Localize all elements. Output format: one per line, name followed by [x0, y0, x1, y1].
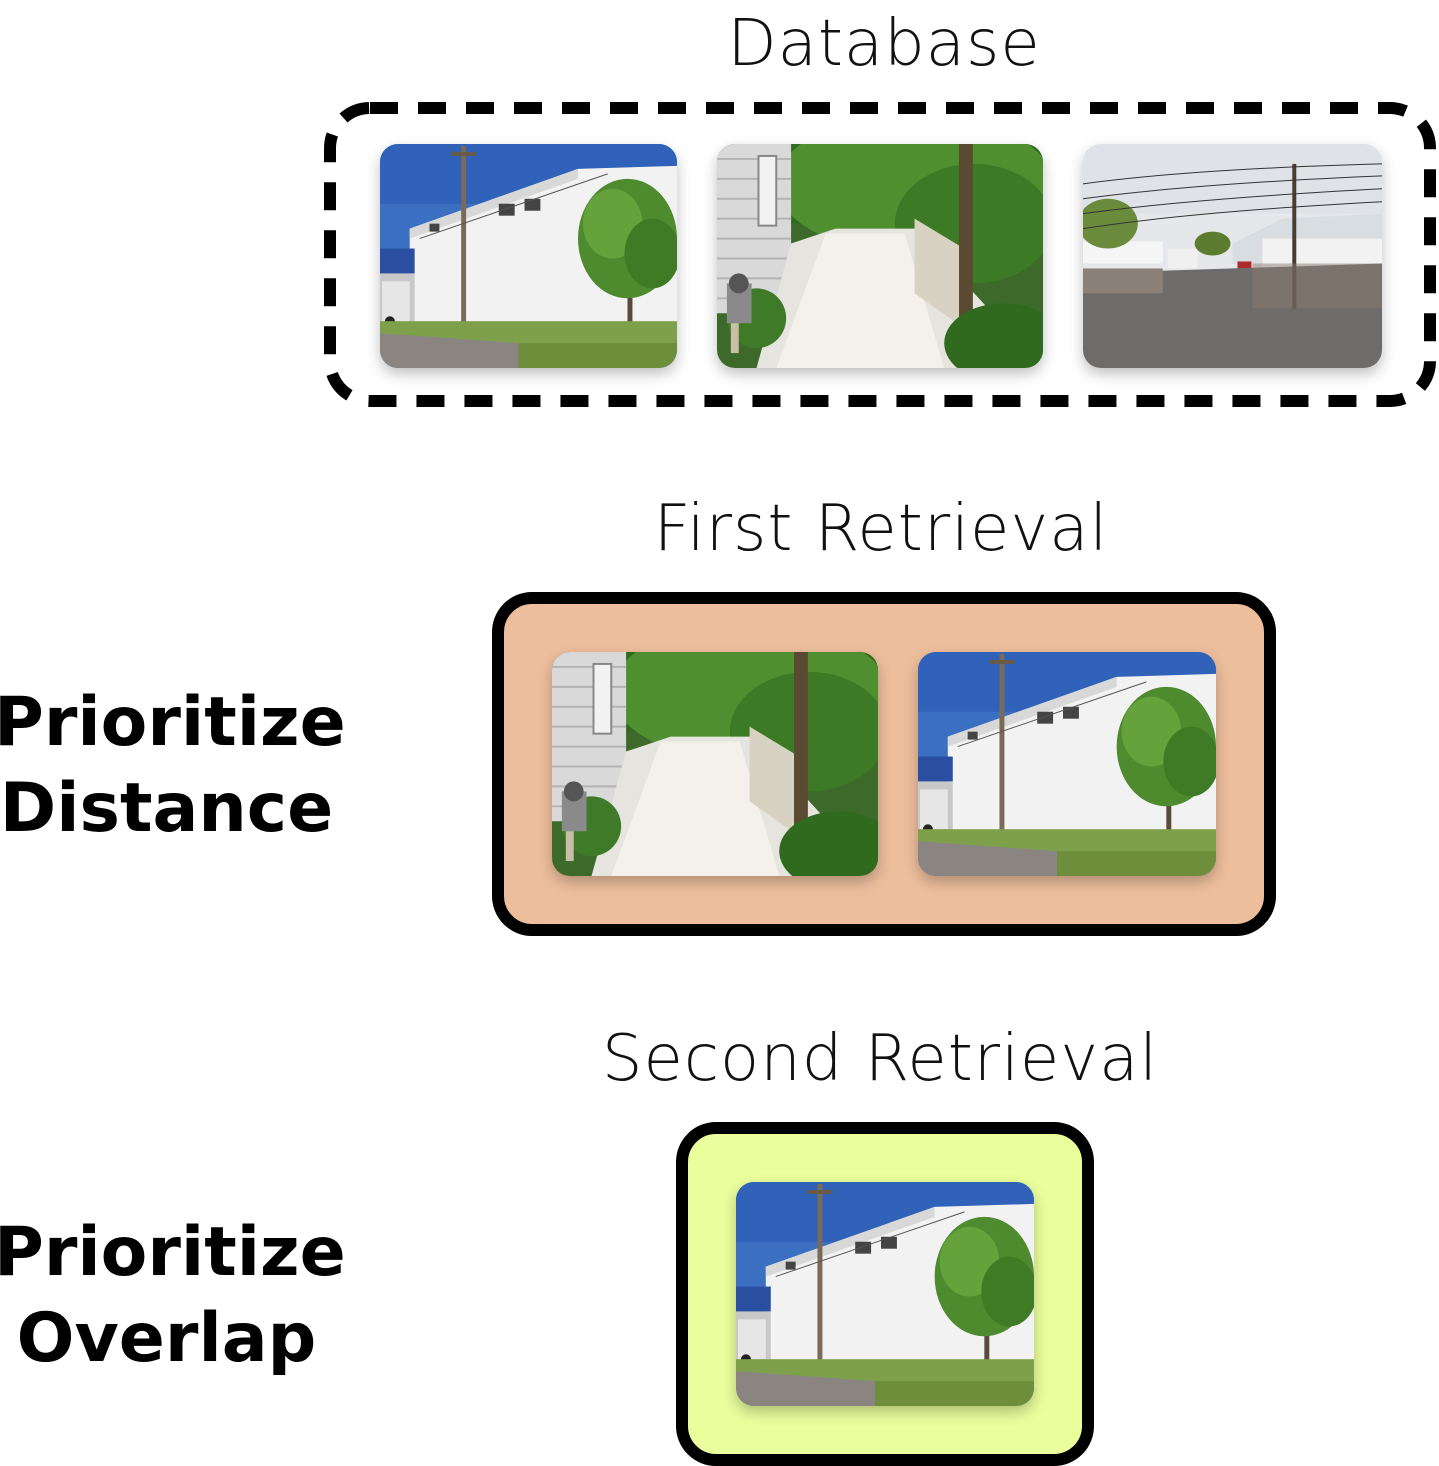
street-view-warehouse-tree — [380, 144, 677, 368]
first-retrieval-image-2[interactable] — [918, 652, 1216, 876]
second-retrieval-image-1[interactable] — [736, 1182, 1034, 1406]
street-view-alley-path — [552, 652, 878, 876]
database-image-3[interactable] — [1083, 144, 1382, 368]
prioritize-distance-label: Prioritize Distance — [0, 683, 346, 848]
street-view-warehouse-tree — [918, 652, 1216, 876]
first-retrieval-title: First Retrieval — [653, 492, 1109, 566]
database-image-2[interactable] — [717, 144, 1043, 368]
street-view-warehouse-tree — [736, 1182, 1034, 1406]
street-view-industrial-lot — [1083, 144, 1382, 368]
prioritize-overlap-label: Prioritize Overlap — [0, 1213, 346, 1378]
first-retrieval-image-1[interactable] — [552, 652, 878, 876]
street-view-alley-path — [717, 144, 1043, 368]
database-title: Database — [727, 7, 1041, 81]
database-image-1[interactable] — [380, 144, 677, 368]
second-retrieval-title: Second Retrieval — [601, 1022, 1159, 1096]
database-frame — [324, 102, 1436, 407]
